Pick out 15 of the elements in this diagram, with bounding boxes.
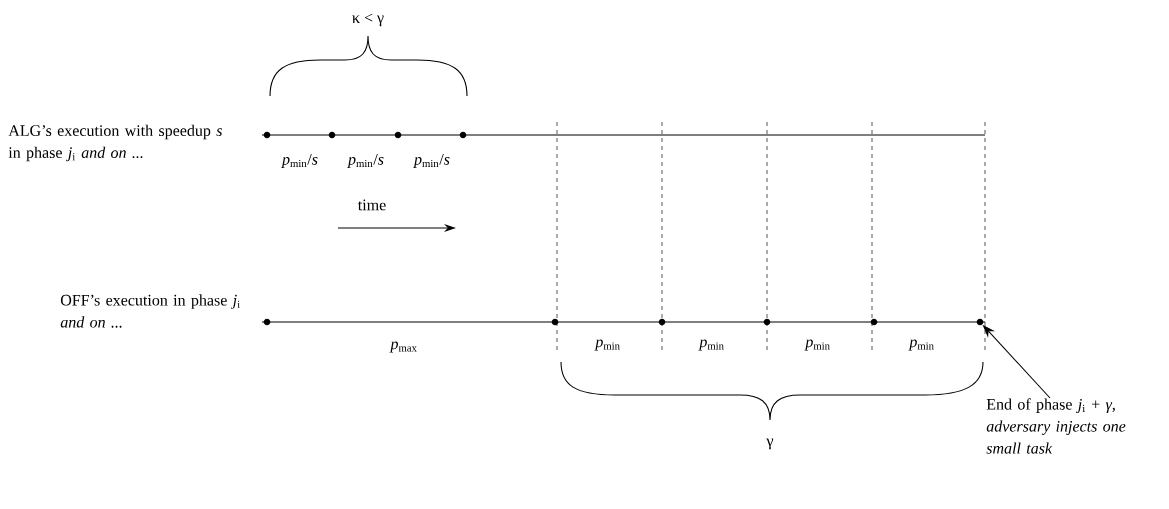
interval-label: p$_{min}$: [698, 339, 724, 351]
interval-label: p$_{max}$: [389, 341, 417, 353]
interval-label: p$_{min}$: [594, 339, 620, 351]
callout-text: End of phase j$_{i}$ + γ, adversary injects one small task: [986, 398, 1126, 454]
interval-label: p$_{min}$/s: [347, 154, 384, 168]
interval-label: p$_{min}$/s: [413, 154, 450, 168]
point: [976, 318, 984, 326]
interval-label: p$_{min}$/s: [281, 154, 318, 168]
time-label: time: [357, 199, 386, 211]
brace-label: κ < γ: [352, 13, 384, 27]
row-label: OFF’s execution in phase j$_{i}$ and on ...: [60, 294, 240, 328]
brace-label: γ: [766, 438, 774, 450]
interval-label: p$_{min}$: [908, 339, 934, 351]
row-label: ALG’s execution with speedup s in phase j$_{i}$ and on ...: [8, 124, 222, 162]
interval-label: p$_{min}$: [804, 339, 830, 351]
